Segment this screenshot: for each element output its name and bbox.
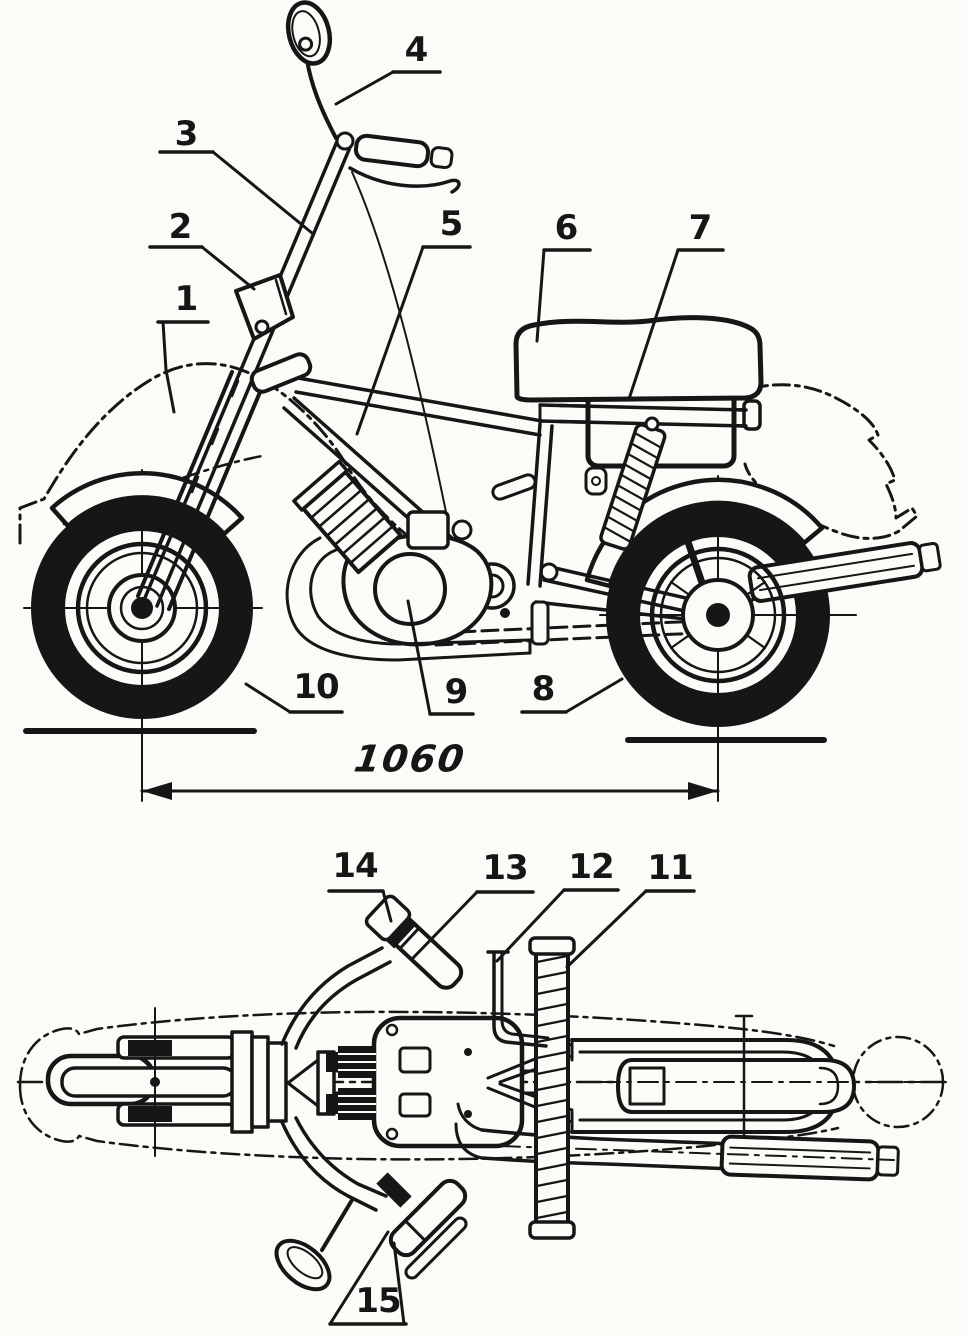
side-view	[18, 0, 942, 802]
rear-wheel	[606, 503, 830, 727]
callout-11-label: 11	[647, 848, 693, 888]
folded-mirror	[274, 1198, 354, 1292]
callout-14-label: 14	[332, 846, 378, 886]
top-exhaust	[454, 1102, 900, 1182]
front-wheel	[31, 497, 253, 719]
callout-3-label: 3	[174, 114, 199, 154]
headlight	[234, 273, 295, 341]
callout-2-label: 2	[168, 207, 193, 247]
muffler	[724, 541, 942, 618]
brake-lever	[348, 166, 461, 194]
callout-5-label: 5	[439, 204, 464, 244]
rear-hub	[649, 546, 787, 684]
dimension-value: 1060	[351, 737, 469, 781]
callout-1-label: 1	[174, 279, 199, 319]
cylinder-fins	[292, 459, 403, 575]
top-front-wheel	[45, 1007, 238, 1157]
callout-13-label: 13	[482, 848, 528, 888]
top-rear-fender	[599, 1014, 947, 1154]
callout-6-label: 6	[554, 208, 579, 248]
callout-4-label: 4	[404, 30, 429, 70]
folded-handlebar-upper	[280, 894, 464, 1050]
front-fork	[136, 137, 353, 611]
mirror	[285, 0, 338, 140]
callout-8-label: 8	[531, 669, 556, 709]
kick-lever	[528, 936, 576, 1240]
seat	[513, 315, 764, 403]
callout-15-label: 15	[355, 1281, 401, 1321]
callout-9-label: 9	[444, 672, 469, 712]
top-tank-engine	[326, 1015, 525, 1149]
rack-tube	[558, 403, 748, 412]
front-hub	[75, 541, 209, 675]
handlebar	[335, 131, 461, 513]
top-view	[16, 894, 952, 1292]
folded-handlebar-lower	[274, 1116, 468, 1292]
callout-7-label: 7	[688, 208, 713, 248]
callout-10-label: 10	[293, 667, 339, 707]
engine	[285, 459, 532, 662]
callout-12-label: 12	[568, 847, 614, 887]
callout-leader-lines	[148, 70, 725, 1326]
dimension-line	[140, 782, 720, 800]
carburetor	[406, 510, 450, 550]
throttle-cable	[351, 171, 447, 513]
